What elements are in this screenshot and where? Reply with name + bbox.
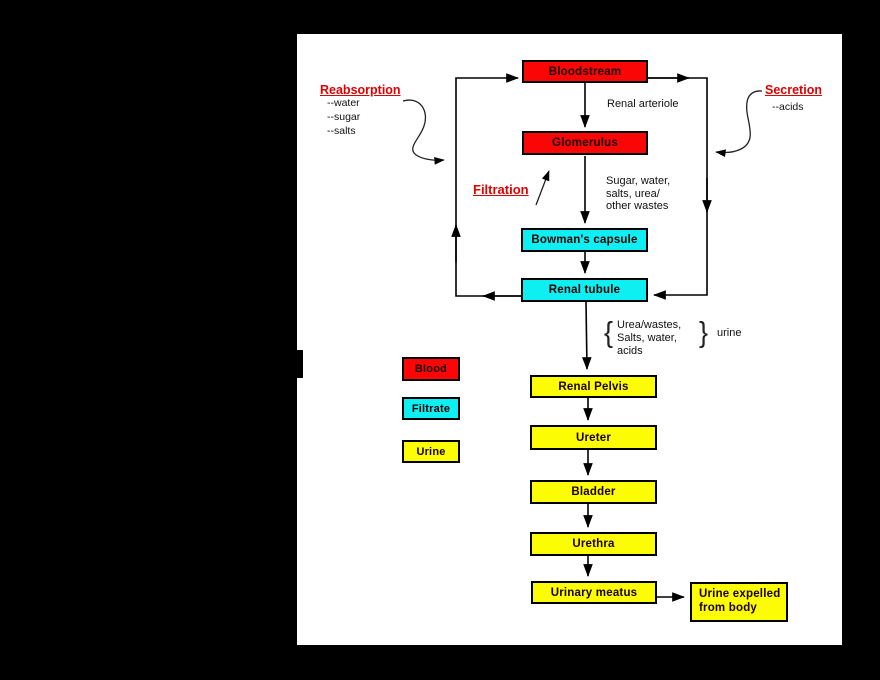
reabsorption-item-salts: --salts [327,125,356,138]
secretion-item-acids: --acids [772,101,804,113]
flow-node-bloodstream: Bloodstream [522,60,648,83]
flow-node-bladder: Bladder [530,480,657,504]
urine-composition-line2: Salts, water, [617,332,677,344]
reabsorption-item-water: --water [327,97,360,109]
legend-blood-label: Blood [414,363,448,375]
flow-node-urethra-label: Urethra [572,538,615,550]
urine-composition-brace-right: } [699,317,709,349]
urine-composition-line1: Urea/wastes, [617,319,682,331]
edge-artifact [295,350,303,378]
flow-node-renal-pelvis-label: Renal Pelvis [558,380,629,393]
flow-node-urinary-meatus: Urinary meatus [531,581,657,604]
flow-node-bladder-label: Bladder [571,486,616,498]
legend-swatch-filtrate: Filtrate [402,397,460,420]
filtration-label: Filtration [473,182,529,197]
flow-node-ureter-label: Ureter [575,431,612,444]
flow-node-bowmans-capsule-label: Bowman's capsule [531,234,638,246]
flow-node-urinary-meatus-label: Urinary meatus [550,586,638,599]
filtrate-composition-line1: Sugar, water, [606,175,671,187]
legend-filtrate-label: Filtrate [411,402,451,415]
urine-composition-label: Urea/wastes, Salts, water, acids [617,319,681,358]
flow-node-urine-expelled: Urine expelled from body [690,582,788,622]
renal-arteriole-label: Renal arteriole [607,98,679,110]
reabsorption-items: --water --sugar --salts [327,96,360,139]
flow-node-urine-expelled-label: Urine expelled from body [699,588,781,614]
filtrate-composition-line2: salts, urea/ [606,187,660,200]
flow-node-renal-pelvis: Renal Pelvis [530,375,657,398]
urine-result-label: urine [717,327,742,339]
flow-node-bloodstream-label: Bloodstream [548,65,622,78]
filtrate-composition-line3: other wastes [606,200,669,213]
secretion-label: Secretion [765,83,822,97]
flow-node-ureter: Ureter [530,425,657,450]
flow-node-urethra: Urethra [530,532,657,556]
secretion-items: --acids [772,100,804,114]
flow-node-renal-tubule: Renal tubule [521,278,648,302]
legend-swatch-blood: Blood [402,357,460,381]
filtrate-composition-label: Sugar, water, salts, urea/ other wastes [606,175,670,213]
reabsorption-label: Reabsorption [320,83,401,97]
legend-swatch-urine: Urine [402,440,460,463]
urine-composition-brace-left: { [604,317,614,349]
flow-node-bowmans-capsule: Bowman's capsule [521,228,648,252]
flow-node-glomerulus: Glomerulus [522,131,648,155]
urine-composition-line3: acids [617,345,643,357]
flow-node-renal-tubule-label: Renal tubule [548,284,621,296]
legend-urine-label: Urine [416,445,446,458]
flow-node-glomerulus-label: Glomerulus [552,137,618,149]
reabsorption-item-sugar: --sugar [327,111,361,124]
